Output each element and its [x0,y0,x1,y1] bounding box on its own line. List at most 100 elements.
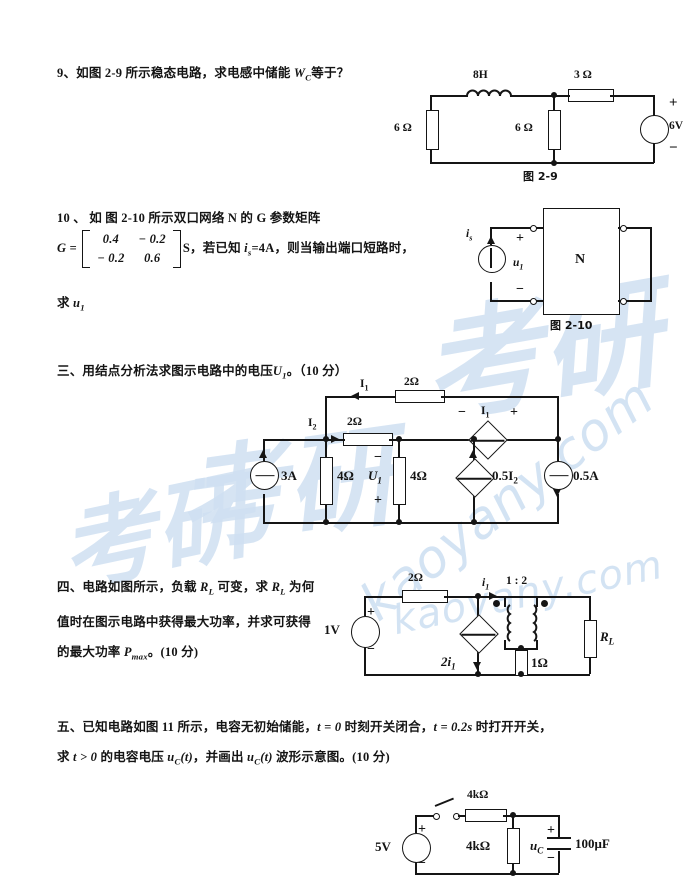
label-2ohm-top: 2Ω [404,376,419,388]
q10-line1: 10 、 如 图 2-10 所示双口网络 N 的 G 参数矩阵 [57,211,321,225]
question-3-heading: 三、用结点分析法求图示电路中的电压U1。（10 分） [57,356,348,391]
dependent-current-source-2i1 [459,614,499,654]
label-turns-ratio: 1 : 2 [506,575,528,587]
matrix-cell-1-1: 0.6 [144,251,161,265]
q4-line3: 的最大功率 Pmax。(10 分) [57,644,199,662]
dependent-current-source-05i2 [455,458,495,498]
label-1ohm: 1Ω [531,655,548,670]
q4-line2: 值时在图示电路中获得最大功率，并求可获得 [57,614,312,629]
question-10-line2: G = 0.4 − 0.2 − 0.2 0.6 S，若已知 is=4A，则当输出… [57,230,417,268]
resistor-6ohm-mid [548,110,561,150]
label-6v: 6V [669,120,684,132]
q10-current-sym: i [244,240,248,255]
q10-line2-mid: ，若已知 [190,240,245,255]
figure-2-10-caption: 图 2-10 [550,317,592,333]
q5-line1: 五、已知电路如图 11 所示，电容无初始储能，t = 0 时刻开关闭合，t = … [57,720,552,734]
question-9-text: 9、如图 2-9 所示稳态电路，求电感中储能 WC等于？ [57,58,407,93]
q10-u1-sub: 1 [80,302,85,313]
switch-lever[interactable] [434,797,454,807]
resistor-3ohm [568,89,614,102]
resistor-load-rl [584,620,597,658]
resistor-4kohm-series [465,809,507,822]
resistor-4ohm-left [320,457,333,505]
q10-current-sub: s [247,247,252,258]
caption-number: 2-10 [564,319,593,332]
figure-2-9-caption: 图 2-9 [523,168,558,184]
figure-question-5: 4kΩ 5V + − 4kΩ uC + − 100μF [375,786,645,881]
transformer-dot-secondary [541,600,548,607]
label-minus-1v: − [367,642,375,657]
question-10-line1: 10 、 如 图 2-10 所示双口网络 N 的 G 参数矩阵 [57,203,387,233]
q9-symbol: W [293,66,306,80]
question-4-text: 四、电路如图所示，负载 RL 可变，求 RL 为何 值时在图示电路中获得最大功率… [57,572,327,671]
label-6ohm-left: 6 Ω [394,122,412,134]
caption-number: 2-9 [537,170,558,183]
transformer-primary-coil [506,604,512,642]
q10-current-val: =4A，则当输出端口短路时， [251,240,415,255]
q9-symbol-sub: C [305,72,312,83]
label-vcvs-plus: + [510,405,518,420]
label-4ohm-left: 4Ω [337,468,354,483]
label-2ohm-q4: 2Ω [408,572,423,584]
label-u1-plus: + [374,493,382,508]
label-minus-5v: − [418,856,426,871]
q5-line2: 求 t > 0 的电容电压 uC(t)，并画出 uC(t) 波形示意图。(10 … [57,750,390,767]
label-u1-minus: − [374,450,382,465]
question-10-line3: 求 u1 [57,288,85,323]
figure-question-4: 2Ω 1V + − i1 1 : 2 2i1 1Ω RL [324,572,614,690]
question-5-text: 五、已知电路如图 11 所示，电容无初始储能，t = 0 时刻开关闭合，t = … [57,712,657,777]
two-port-network-box [543,208,620,315]
caption-prefix: 图 [523,170,534,183]
voltage-source-5v [402,833,431,863]
resistor-2ohm-mid [343,433,393,446]
q3-heading-tail: 。（10 分） [286,364,348,378]
resistor-2ohm-top [395,390,445,403]
figure-2-9: 8H 3 Ω 6 Ω 6 Ω 6V + − 图 2-9 [394,62,683,183]
label-4ohm-center: 4Ω [410,468,427,483]
current-source-is [478,245,506,273]
label-100uf: 100μF [575,836,610,851]
resistor-2ohm [402,590,448,603]
label-2ohm-mid: 2Ω [347,416,362,428]
label-1v: 1V [324,622,340,637]
capacitor-plate-top [547,837,571,839]
label-plus-6v: + [669,95,678,111]
label-plus-1v: + [367,605,375,620]
label-i1-q4: i1 [482,577,490,592]
label-vcvs-i1: I1 [481,405,490,420]
transformer-dot-primary [493,600,500,607]
q4-line1: 四、电路如图所示，负载 RL 可变，求 RL 为何 [57,580,315,597]
current-source-3a [250,461,279,490]
label-i1-top: I1 [360,378,369,393]
label-05a: 0.5A [573,468,599,483]
label-05i2: 0.5I2 [492,468,518,486]
resistor-4kohm-shunt [507,828,520,864]
resistor-4ohm-center [393,457,406,505]
label-uc: uC [530,838,544,856]
label-i2: I2 [308,417,317,432]
label-4kohm-shunt: 4kΩ [466,838,491,853]
transformer-secondary-coil [532,604,538,642]
q9-suffix: 等于？ [311,66,350,80]
label-4kohm-series: 4kΩ [467,789,489,801]
current-source-05a [544,461,573,490]
label-cap-minus: − [547,851,555,866]
label-2i1: 2i1 [441,654,456,672]
q10-g-label: G = [57,240,77,255]
q10-u1-sym: u [73,296,81,310]
label-minus-6v: − [669,140,678,156]
q3-heading: 三、用结点分析法求图示电路中的电压 [57,364,273,378]
q10-unit: S [182,240,191,255]
matrix-cell-0-0: 0.4 [102,232,119,246]
g-parameter-matrix: 0.4 − 0.2 − 0.2 0.6 [82,230,181,268]
label-u1: U1 [368,468,382,486]
q9-prefix: 9、如图 2-9 所示稳态电路，求电感中储能 [57,66,294,80]
label-minus-u1: − [516,282,524,297]
inductor-coil [466,89,512,97]
label-is: is [466,228,473,243]
label-plus-u1: + [516,231,524,246]
label-3a: 3A [281,468,297,483]
matrix-cell-1-0: − 0.2 [97,251,125,265]
voltage-source-6v [640,115,669,144]
